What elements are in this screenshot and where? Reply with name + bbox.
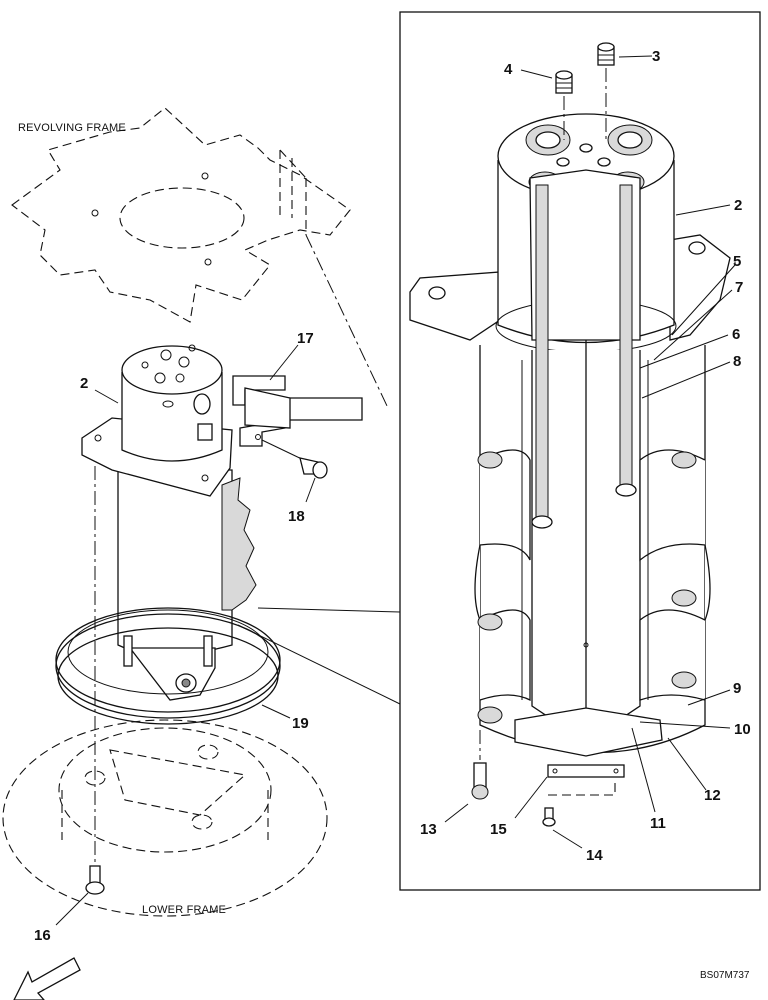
callout-17: 17 (297, 330, 314, 347)
callout-11: 11 (650, 815, 666, 832)
leader-lines (55, 55, 736, 926)
callout-4: 4 (504, 61, 513, 78)
bracket-17 (232, 375, 363, 447)
bolt-16 (85, 865, 105, 895)
detail-inset-frame (399, 11, 761, 891)
callout-3: 3 (652, 48, 660, 65)
bolt-14 (542, 807, 556, 827)
lower-frame-label: LOWER FRAME (142, 904, 226, 916)
lower-frame (2, 719, 328, 917)
bolt-13 (471, 730, 489, 800)
center-joint-assembly (81, 344, 257, 701)
bolt-18 (261, 439, 328, 479)
plug-3 (597, 42, 615, 66)
revolving-frame-label: REVOLVING FRAME (18, 122, 126, 134)
callout-12: 12 (704, 787, 721, 804)
drawing-code: BS07M737 (700, 970, 750, 981)
callout-15: 15 (490, 821, 507, 838)
direction-arrow (13, 957, 81, 1000)
callout-8: 8 (733, 353, 741, 370)
callout-10: 10 (734, 721, 751, 738)
callout-13: 13 (420, 821, 437, 838)
callout-14: 14 (586, 847, 603, 864)
cutaway-detail (409, 113, 731, 757)
callout-7: 7 (735, 279, 743, 296)
callout-9: 9 (733, 680, 741, 697)
callout-16: 16 (34, 927, 51, 944)
callout-2-main: 2 (80, 375, 88, 392)
plug-4 (555, 70, 573, 94)
plate-15 (547, 764, 625, 796)
callout-6: 6 (732, 326, 740, 343)
callout-2-inset: 2 (734, 197, 742, 214)
callout-5: 5 (733, 253, 741, 270)
callout-18: 18 (288, 508, 305, 525)
callout-19: 19 (292, 715, 309, 732)
seal-ring-19 (55, 607, 281, 725)
revolving-frame (11, 107, 351, 323)
